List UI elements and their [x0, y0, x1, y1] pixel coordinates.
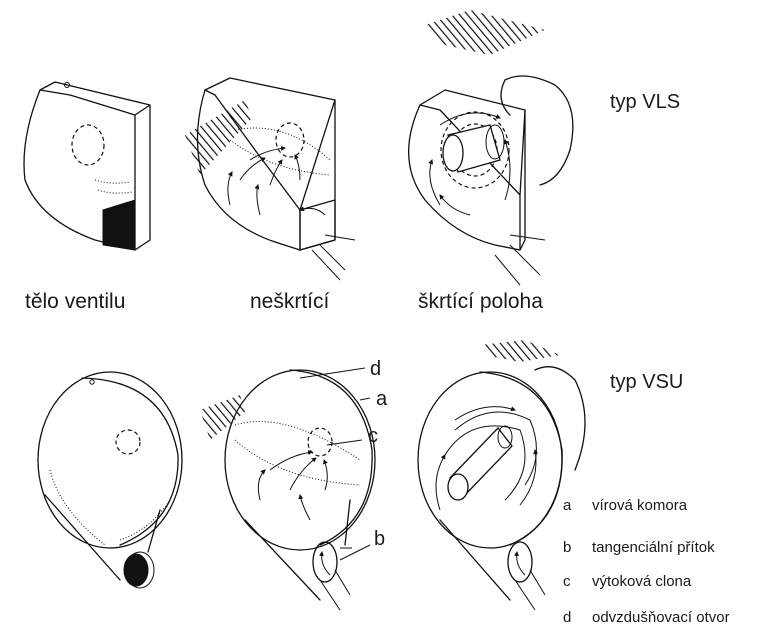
legend: a vírová komora b tangenciální přítok c …	[563, 497, 730, 625]
type-label-vsu: typ VSU	[610, 371, 683, 393]
legend-item: d odvzdušňovací otvor	[563, 609, 730, 625]
vls-valve-body-illustration	[24, 82, 150, 250]
vsu-valve-body-illustration	[38, 372, 182, 588]
legend-key: c	[563, 573, 571, 590]
legend-text: tangenciální přítok	[592, 539, 715, 556]
caption-non-throttling: neškrtící	[250, 290, 330, 313]
legend-item: b tangenciální přítok	[563, 539, 715, 556]
legend-item: a vírová komora	[563, 497, 688, 514]
legend-key: d	[563, 609, 571, 625]
part-letter-c: c	[368, 425, 378, 447]
vls-non-throttling-illustration	[185, 78, 355, 280]
legend-key: b	[563, 539, 571, 556]
vsu-non-throttling-illustration	[200, 368, 375, 610]
legend-text: výtoková clona	[592, 573, 692, 590]
caption-throttling-position: škrtící poloha	[418, 290, 543, 313]
legend-item: c výtoková clona	[563, 573, 692, 590]
caption-valve-body: tělo ventilu	[25, 290, 125, 313]
part-letter-b: b	[374, 528, 385, 550]
legend-text: odvzdušňovací otvor	[592, 609, 730, 625]
part-letter-d: d	[370, 358, 381, 380]
vls-throttling-illustration	[409, 10, 573, 285]
vsu-throttling-illustration	[418, 340, 585, 610]
type-label-vls: typ VLS	[610, 91, 680, 113]
legend-key: a	[563, 497, 572, 514]
legend-text: vírová komora	[592, 497, 688, 514]
part-letter-a: a	[376, 388, 388, 410]
